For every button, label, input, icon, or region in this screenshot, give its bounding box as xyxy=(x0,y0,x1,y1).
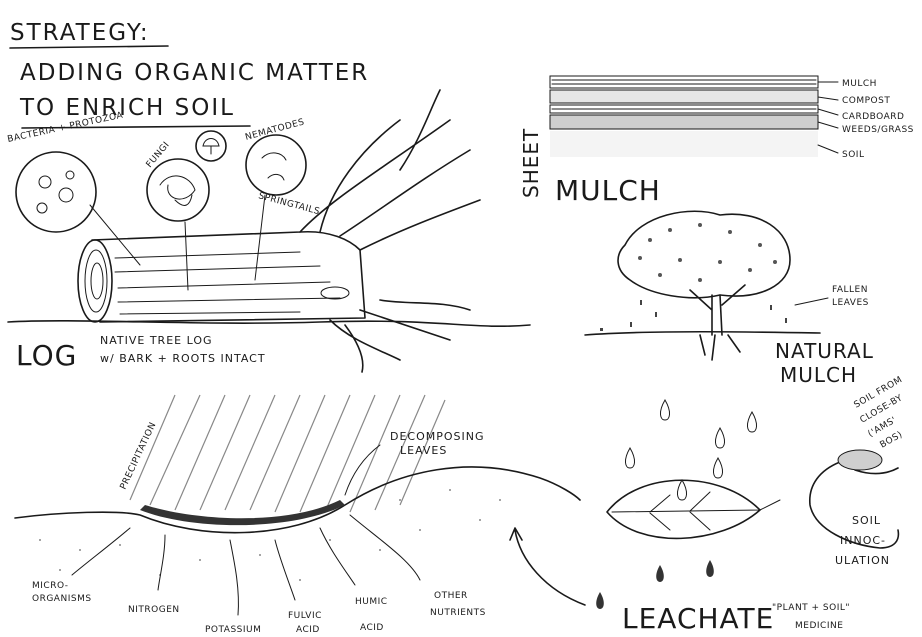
micro-label-1: MICRO- xyxy=(32,581,69,591)
layer-pointers xyxy=(818,82,838,153)
decomposing-leaves-layer xyxy=(140,500,345,525)
layer-label-mulch: MULCH xyxy=(842,79,877,89)
layer-label-compost: COMPOST xyxy=(842,96,890,106)
springtails-label: SPRINGTAILS xyxy=(257,191,321,217)
title-line-2: ADDING ORGANIC MATTER xyxy=(20,60,369,86)
leaf-icon xyxy=(607,480,760,538)
soil-layer xyxy=(550,131,818,157)
soil-handful-icon xyxy=(838,450,882,470)
layer-label-soil: SOIL xyxy=(842,150,864,160)
log-body xyxy=(92,232,365,322)
leachate-heading: LEACHATE xyxy=(622,602,774,635)
inoc-label-1: SOIL xyxy=(852,514,881,527)
sheet-mulch-illustration: MULCH COMPOST CARDBOARD WEEDS/GRASS SOIL… xyxy=(519,76,914,207)
fallen-label-2: LEAVES xyxy=(832,298,869,308)
decomposing-label-1: DECOMPOSING xyxy=(390,430,485,443)
soil-speckles xyxy=(39,489,501,581)
fallen-leaves xyxy=(600,300,787,331)
soil-mound-line xyxy=(15,467,580,533)
log-caption-1: NATIVE TREE LOG xyxy=(100,334,213,347)
medicine-label-1: "PLANT + SOIL" xyxy=(772,603,850,613)
cycle-arrow xyxy=(510,528,585,605)
potassium-label: POTASSIUM xyxy=(205,625,261,635)
decomposing-label-2: LEAVES xyxy=(400,444,447,457)
log-bark-lines xyxy=(115,252,340,314)
nitrogen-label: NITROGEN xyxy=(128,605,180,615)
natural-ground-line xyxy=(585,332,820,335)
humic-label-2: ACID xyxy=(360,623,384,633)
leaf-veins xyxy=(612,492,780,530)
critter-icon xyxy=(321,287,349,299)
inoc-label-3: ULATION xyxy=(835,554,890,567)
mulch-heading: MULCH xyxy=(555,174,661,207)
nitrogen-arrow xyxy=(158,535,165,590)
potassium-arrow xyxy=(230,540,238,615)
nematode-icon xyxy=(262,153,286,180)
other-arrow xyxy=(350,515,420,580)
bacteria-bubble xyxy=(16,152,96,232)
fulvic-label-2: ACID xyxy=(296,625,320,635)
mulch-layer xyxy=(550,76,818,88)
natural-heading-2: MULCH xyxy=(780,363,857,387)
natural-heading: NATURAL xyxy=(775,339,874,363)
tree-roots xyxy=(700,335,740,360)
leachate-illustration: SOIL FROM CLOSE-BY ('AMS' BOS) SOIL INNO… xyxy=(510,375,905,635)
log-ground-line xyxy=(8,321,530,326)
inoc-label-2: INNOC- xyxy=(840,534,886,547)
title-line-3: TO ENRICH SOIL xyxy=(19,95,235,121)
fulvic-arrow xyxy=(275,540,295,600)
tree-trunk xyxy=(690,285,745,335)
sheet-heading: SHEET xyxy=(519,128,543,198)
fungi-bubble xyxy=(147,159,209,221)
other-label-1: OTHER xyxy=(434,591,468,601)
layer-label-cardboard: CARDBOARD xyxy=(842,112,904,122)
log-heading: LOG xyxy=(16,339,77,372)
log-illustration: BACTERIA + PROTOZOA FUNGI NEMATODES SPRI… xyxy=(7,90,530,372)
weeds-layer xyxy=(550,115,818,129)
tree-canopy xyxy=(618,211,790,297)
medicine-label-2: MEDICINE xyxy=(795,621,843,631)
fallen-pointer xyxy=(795,298,828,305)
natural-mulch-illustration: FALLEN LEAVES NATURAL MULCH xyxy=(585,211,874,387)
micro-label-2: ORGANISMS xyxy=(32,594,92,604)
raindrops xyxy=(625,400,756,500)
nematodes-label: NEMATODES xyxy=(244,117,306,142)
title-underline-1 xyxy=(10,46,168,48)
log-caption-2: w/ BARK + ROOTS INTACT xyxy=(100,352,266,365)
mushroom-icon xyxy=(203,139,219,155)
humic-arrow xyxy=(320,528,355,585)
micro-arrow xyxy=(72,528,130,575)
layer-label-weeds: WEEDS/GRASS xyxy=(842,125,914,135)
decomposition-illustration: PRECIPITATION DECOMPOSING LEAVES MICRO- … xyxy=(15,395,580,635)
fulvic-label-1: FULVIC xyxy=(288,611,322,621)
title-line-1: STRATEGY: xyxy=(10,20,150,46)
log-branches xyxy=(300,90,480,250)
log-roots xyxy=(330,300,470,372)
nematodes-bubble xyxy=(246,135,306,195)
precipitation-lines xyxy=(130,395,445,512)
title-block: STRATEGY: ADDING ORGANIC MATTER TO ENRIC… xyxy=(10,20,369,128)
other-label-2: NUTRIENTS xyxy=(430,608,486,618)
humic-label-1: HUMIC xyxy=(355,597,388,607)
fallen-label-1: FALLEN xyxy=(832,285,868,295)
bacteria-pointer xyxy=(90,205,140,265)
compost-layer xyxy=(550,90,818,103)
